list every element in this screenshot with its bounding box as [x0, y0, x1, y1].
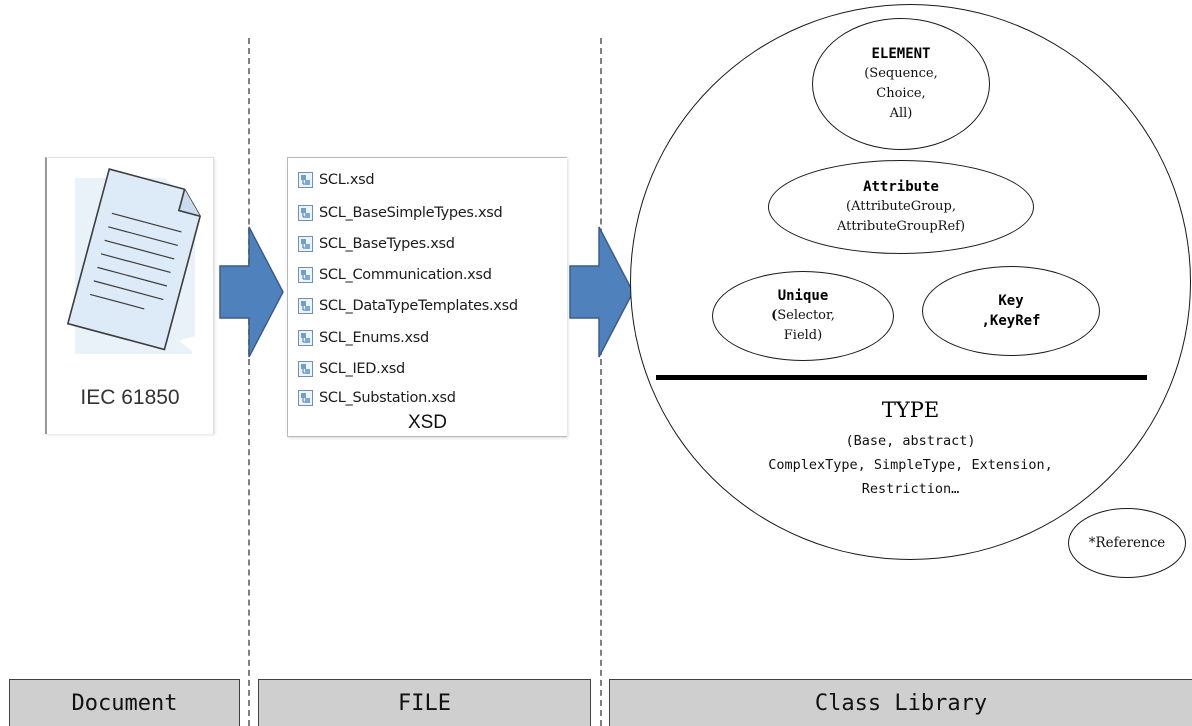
xsd-file-icon: [298, 390, 313, 406]
file-caption: XSD: [407, 412, 448, 433]
xsd-file-icon: [298, 205, 313, 221]
file-name: SCL_IED.xsd: [319, 361, 405, 377]
type-line-2: ComplexType, SimpleType, Extension,: [768, 457, 1053, 473]
list-item[interactable]: SCL_Communication.xsd: [298, 263, 492, 287]
attribute-subtitle: (AttributeGroup, AttributeGroupRef): [836, 199, 966, 234]
file-name: SCL_Communication.xsd: [319, 267, 492, 283]
document-card: IEC 61850: [45, 157, 214, 434]
xsd-file-list: SCL.xsd SCL_BaseSimpleTypes.xsd SCL_Base…: [287, 157, 567, 437]
list-item[interactable]: SCL.xsd: [298, 168, 375, 192]
file-name: SCL.xsd: [319, 172, 375, 188]
file-name: SCL_DataTypeTemplates.xsd: [319, 298, 518, 314]
type-line-1: (Base, abstract): [845, 433, 976, 449]
reference-label: *Reference: [1088, 535, 1166, 551]
element-subtitle: (Sequence, Choice, All): [864, 66, 938, 121]
file-name: SCL_BaseSimpleTypes.xsd: [319, 205, 503, 221]
footer-class-library: Class Library: [609, 679, 1192, 726]
footer-file: FILE: [258, 679, 591, 726]
file-name: SCL_Substation.xsd: [319, 390, 456, 406]
divider-document-file: [248, 38, 250, 726]
arrow-right-icon: [219, 226, 284, 358]
type-divider-line: [656, 375, 1147, 380]
xsd-file-icon: [298, 236, 313, 252]
type-title: TYPE: [881, 398, 940, 422]
unique-paren: (: [771, 308, 778, 323]
keyref-title: ,KeyRef: [981, 313, 1041, 329]
divider-file-classlibrary: [600, 38, 602, 726]
file-name: SCL_Enums.xsd: [319, 330, 429, 346]
attribute-title: Attribute: [863, 179, 939, 195]
element-title: ELEMENT: [871, 46, 931, 62]
xsd-file-icon: [298, 361, 313, 377]
xsd-file-icon: [298, 267, 313, 283]
xsd-file-icon: [298, 330, 313, 346]
arrow-right-icon: [569, 226, 634, 358]
xsd-file-icon: [298, 298, 313, 314]
list-item[interactable]: SCL_DataTypeTemplates.xsd: [298, 294, 518, 318]
type-line-3: Restriction…: [861, 481, 960, 497]
unique-subtitle-line2: Field): [783, 328, 823, 343]
document-icon: [66, 168, 201, 354]
reference-ellipse: *Reference: [1068, 508, 1186, 578]
list-item[interactable]: SCL_BaseSimpleTypes.xsd: [298, 201, 503, 225]
list-item[interactable]: SCL_Enums.xsd: [298, 326, 429, 350]
xsd-file-icon: [298, 172, 313, 188]
attribute-ellipse: Attribute (AttributeGroup, AttributeGrou…: [768, 160, 1034, 254]
document-caption: IEC 61850: [80, 386, 180, 409]
list-item[interactable]: SCL_BaseTypes.xsd: [298, 232, 455, 256]
file-name: SCL_BaseTypes.xsd: [319, 236, 455, 252]
footer-document: Document: [9, 679, 240, 726]
unique-ellipse: Unique (Selector, Field): [712, 271, 894, 361]
key-title: Key: [998, 293, 1024, 309]
element-ellipse: ELEMENT (Sequence, Choice, All): [812, 18, 990, 150]
unique-subtitle-line1: Selector,: [777, 308, 835, 323]
list-item[interactable]: SCL_IED.xsd: [298, 357, 405, 381]
list-item[interactable]: SCL_Substation.xsd: [298, 386, 456, 410]
key-ellipse: Key ,KeyRef: [922, 266, 1100, 356]
unique-title: Unique: [777, 288, 829, 304]
